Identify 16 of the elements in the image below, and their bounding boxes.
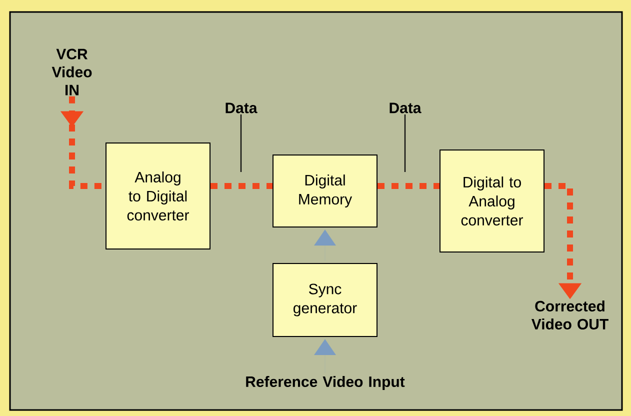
process-box: Digital Memory: [272, 154, 378, 228]
process-box: Analog to Digital converter: [106, 142, 210, 250]
signal-label: VCR Video IN: [52, 48, 92, 96]
leader-line: [240, 114, 242, 172]
process-box: Digital to Analog converter: [440, 150, 544, 252]
signal-label: Data: [226, 102, 258, 114]
signal-line: [210, 183, 272, 189]
arrow: [314, 339, 336, 373]
signal-line: [378, 183, 440, 189]
signal-label: Corrected Video OUT: [532, 300, 608, 330]
leader-line: [404, 114, 406, 172]
arrow: [314, 230, 336, 262]
signal-line: [544, 183, 582, 300]
signal-label: Reference Video Input: [246, 376, 405, 390]
signal-label: Data: [390, 102, 422, 114]
process-box: Sync generator: [272, 263, 378, 337]
